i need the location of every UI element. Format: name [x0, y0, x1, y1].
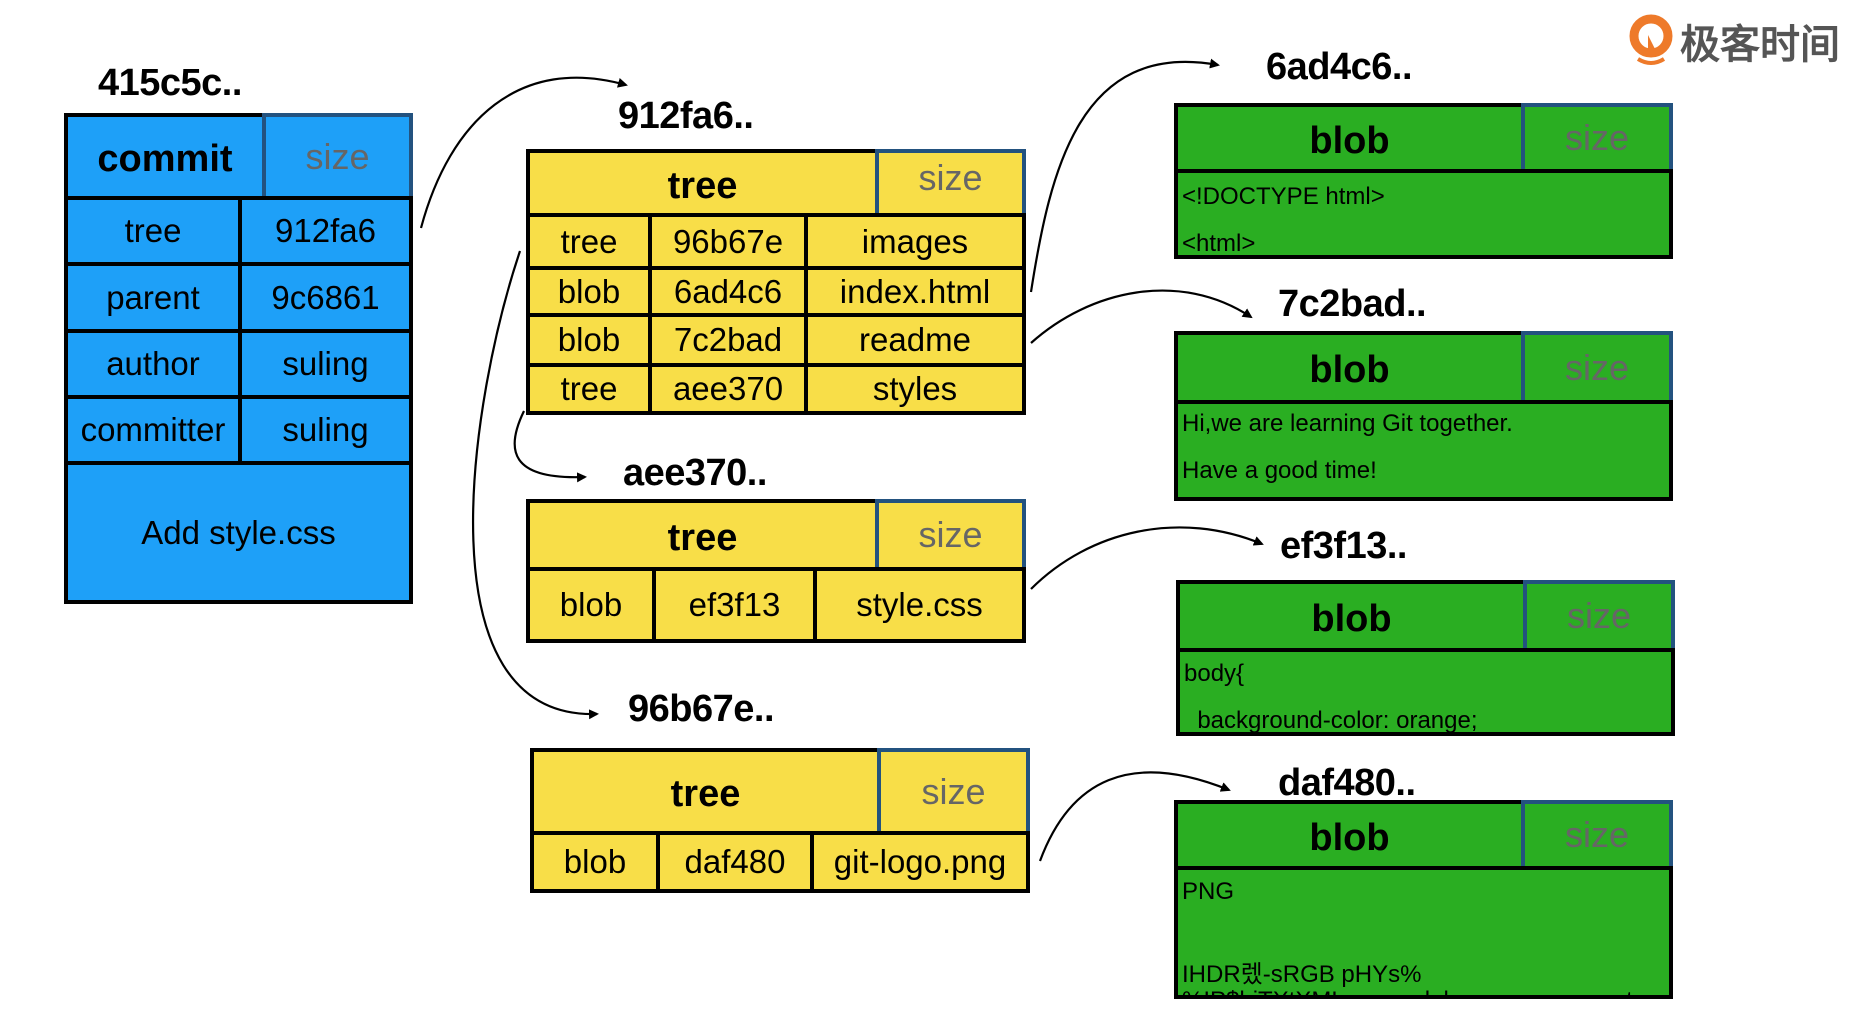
blob-hash: 6ad4c6.. [1266, 46, 1413, 88]
entry-name: readme [804, 313, 1026, 367]
arrow-912fa6-to-6ad4c6 [1029, 58, 1220, 293]
tree-type: tree [530, 748, 881, 835]
entry-mode: blob [526, 313, 652, 367]
blob-size: size [1521, 103, 1673, 173]
commit-value: 9c6861 [238, 262, 413, 333]
arrow-912fa6-to-7c2bad [1030, 289, 1253, 344]
content-line: <!DOCTYPE html> [1182, 183, 1385, 210]
blob-hash: 7c2bad.. [1278, 283, 1427, 325]
blob-content: Hi,we are learning Git together. Have a … [1174, 400, 1673, 501]
entry-mode: blob [530, 831, 660, 893]
entry-name: styles [804, 363, 1026, 415]
blob-hash: daf480.. [1278, 762, 1416, 804]
tree-hash: aee370.. [623, 452, 767, 494]
commit-type: commit [64, 113, 266, 200]
entry-mode: blob [526, 567, 656, 643]
logo-text: 极客时间 [1680, 23, 1840, 67]
blob-size: size [1521, 800, 1673, 870]
commit-key: parent [64, 262, 242, 333]
blob-content: <!DOCTYPE html> <html> [1174, 169, 1673, 259]
commit-key: author [64, 329, 242, 399]
content-line: body{ [1184, 660, 1245, 687]
content-line: %IP$hiTXtXML:com.adobe.xmp x:xmpmeta [1182, 987, 1646, 995]
commit-key: committer [64, 395, 242, 465]
content-line: Hi,we are learning Git together. [1182, 410, 1513, 437]
content-line: Have a good time! [1182, 457, 1377, 484]
tree-size: size [875, 499, 1026, 571]
blob-size: size [1521, 331, 1673, 404]
arrow-912fa6-to-96b67e [471, 250, 599, 720]
entry-name: index.html [804, 266, 1026, 317]
commit-message: Add style.css [64, 461, 413, 604]
blob-type: blob [1174, 331, 1525, 404]
tree-type: tree [526, 149, 879, 217]
blob-hash: ef3f13.. [1280, 525, 1407, 567]
tree-hash: 96b67e.. [628, 688, 775, 730]
commit-value: 912fa6 [238, 196, 413, 266]
commit-value: suling [238, 329, 413, 399]
entry-name: style.css [813, 567, 1026, 643]
geektime-logo: 极客时间 [1628, 12, 1840, 70]
entry-name: git-logo.png [810, 831, 1030, 893]
entry-hash: 96b67e [648, 213, 808, 270]
tree-size: size [875, 149, 1026, 217]
entry-name: images [804, 213, 1026, 270]
blob-content: PNG IHDR렜-sRGB pHYs% %IP$hiTXtXML:com.ad… [1174, 866, 1673, 999]
entry-hash: 6ad4c6 [648, 266, 808, 317]
arrow-commit-to-912fa6 [419, 76, 628, 229]
tree-size: size [877, 748, 1030, 835]
blob-type: blob [1176, 580, 1527, 652]
commit-hash: 415c5c.. [98, 62, 242, 104]
blob-type: blob [1174, 103, 1525, 173]
arrow-aee370-to-ef3f13 [1030, 526, 1264, 590]
entry-hash: daf480 [656, 831, 814, 893]
arrow-912fa6-to-aee370 [513, 410, 587, 483]
entry-hash: 7c2bad [648, 313, 808, 367]
content-line: PNG [1182, 878, 1235, 905]
content-line: background-color: orange; [1184, 707, 1478, 734]
entry-mode: tree [526, 213, 652, 270]
content-line: IHDR렜-sRGB pHYs% [1182, 961, 1422, 988]
blob-size: size [1523, 580, 1675, 652]
blob-content: body{ background-color: orange; [1176, 648, 1675, 736]
arrow-96b67e-to-daf480 [1038, 771, 1231, 862]
tree-hash: 912fa6.. [618, 95, 754, 137]
entry-mode: tree [526, 363, 652, 415]
commit-key: tree [64, 196, 242, 266]
entry-mode: blob [526, 266, 652, 317]
logo-icon [1629, 14, 1673, 65]
blob-type: blob [1174, 800, 1525, 870]
commit-size: size [262, 113, 413, 200]
entry-hash: ef3f13 [652, 567, 817, 643]
entry-hash: aee370 [648, 363, 808, 415]
tree-type: tree [526, 499, 879, 571]
commit-value: suling [238, 395, 413, 465]
content-line: <html> [1182, 230, 1256, 257]
